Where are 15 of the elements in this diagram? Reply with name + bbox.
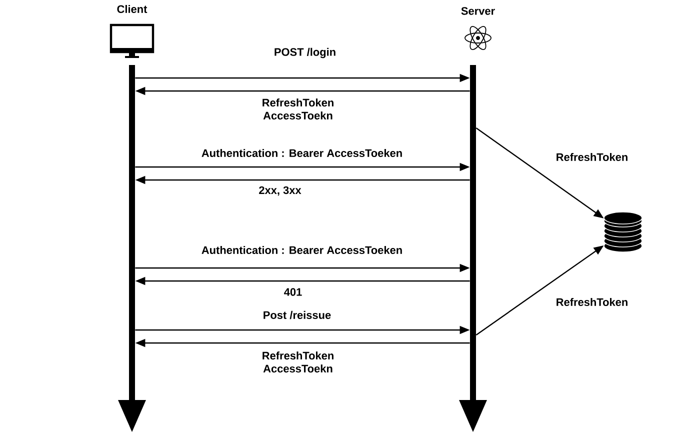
edge-label: RefreshToken AccessToekn	[256, 97, 340, 120]
participant-label: Client	[117, 4, 148, 14]
edge-label: POST /login	[272, 46, 338, 60]
edge-label: RefreshToken AccessToekn	[256, 350, 340, 374]
edge-label: Authentication : Bearer AccessToeken	[200, 244, 404, 255]
edge-label: 2xx, 3xx	[258, 185, 302, 197]
lifeline-arrow	[459, 64, 487, 432]
edge-label: RefreshToken	[554, 152, 630, 162]
edge-label: Authentication : Bearer AccessToeken	[200, 148, 404, 158]
edge-label: Post /reissue	[262, 310, 332, 320]
edge-label: 401	[282, 287, 304, 297]
lifeline-arrow	[118, 64, 146, 432]
edge-label: RefreshToken	[554, 296, 630, 307]
participant-label: Server	[461, 7, 495, 15]
database-icon	[604, 212, 642, 252]
